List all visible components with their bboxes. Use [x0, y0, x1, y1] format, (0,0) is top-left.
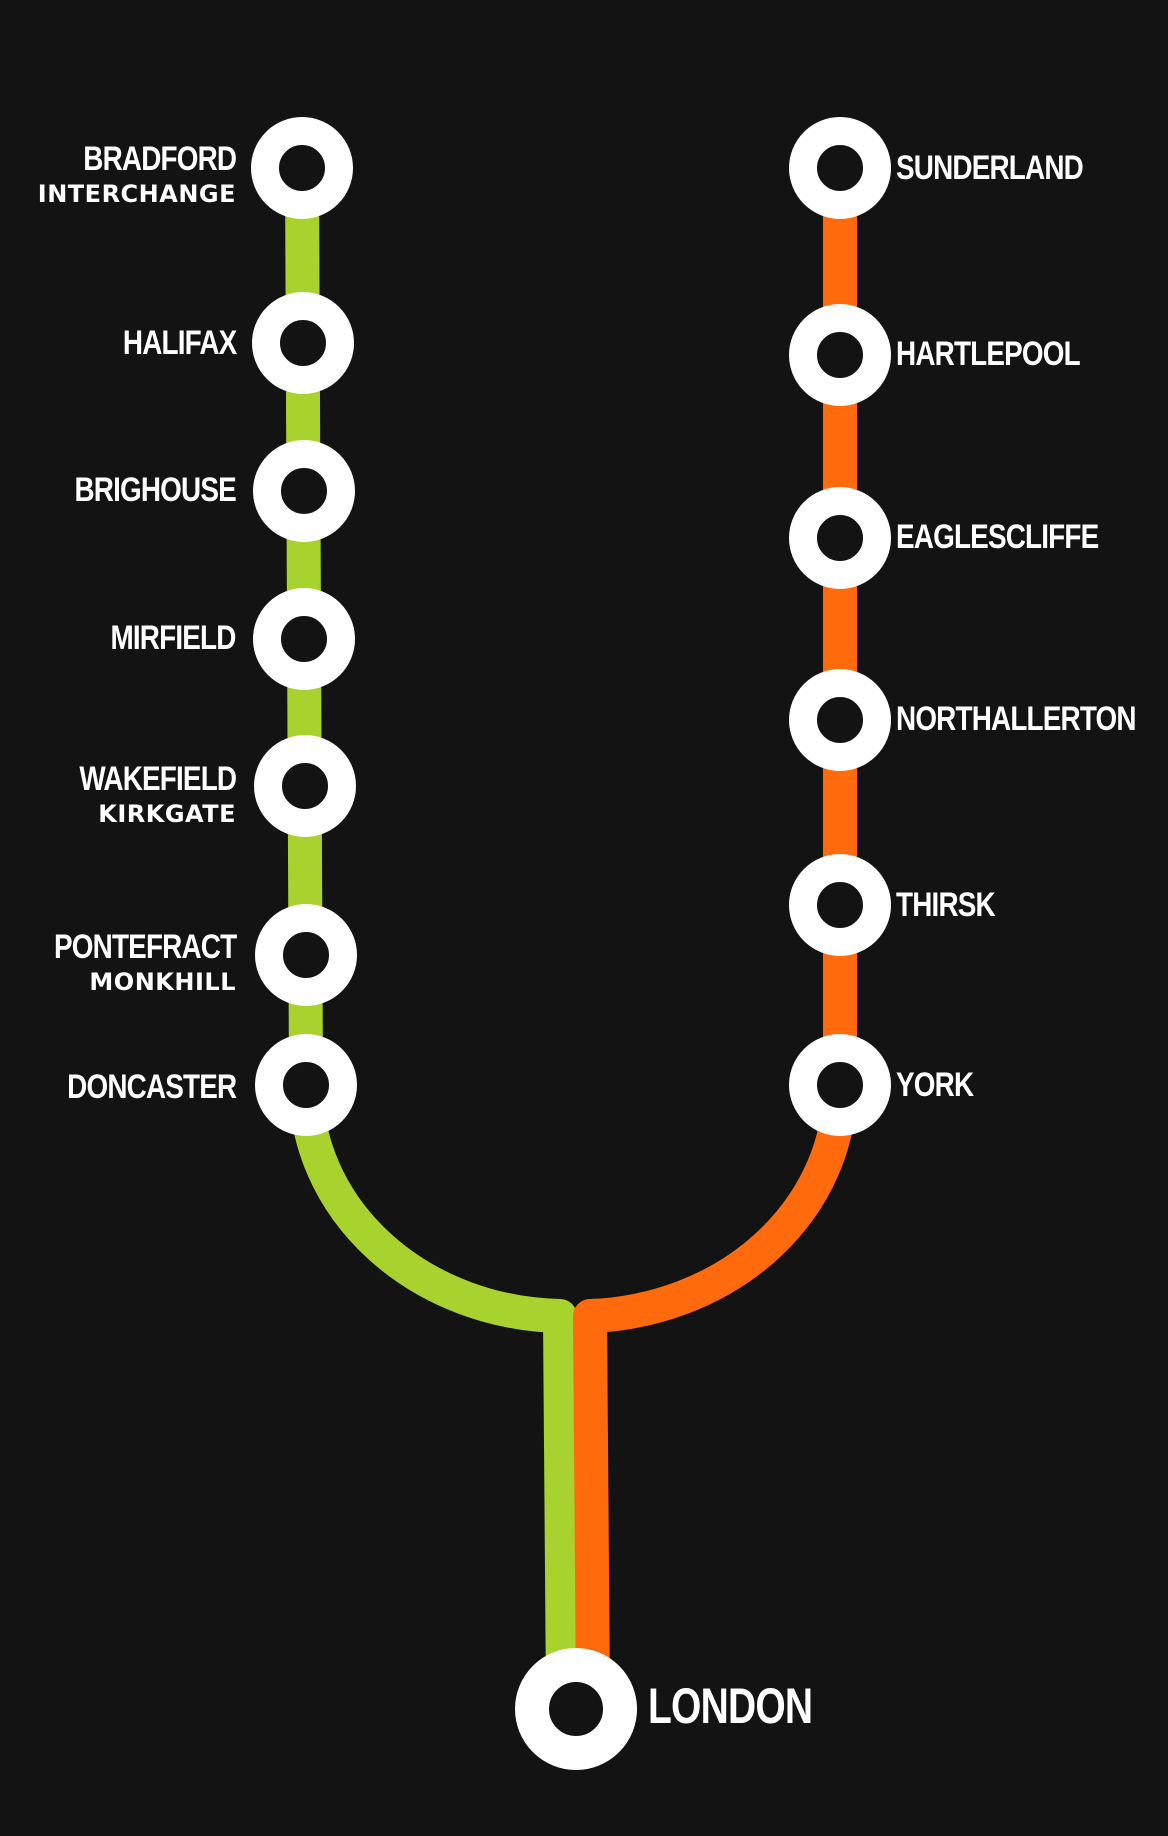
- station-marker-doncaster: [255, 1034, 357, 1136]
- station-name: HALIFAX: [122, 324, 236, 362]
- station-label-doncaster: DONCASTER: [30, 1068, 237, 1106]
- station-label-bradford: BRADFORD INTERCHANGE: [37, 140, 237, 208]
- station-name: DONCASTER: [66, 1068, 237, 1106]
- station-marker-thirsk: [789, 854, 891, 956]
- station-subname: INTERCHANGE: [37, 180, 236, 208]
- station-subname: KIRKGATE: [98, 800, 236, 828]
- station-name: PONTEFRACT: [53, 928, 237, 966]
- station-marker-pontefract: [255, 904, 357, 1006]
- station-marker-eaglescliffe: [789, 487, 891, 589]
- station-label-halifax: HALIFAX: [98, 326, 236, 360]
- station-name: EAGLESCLIFFE: [896, 518, 1099, 556]
- station-name: HARTLEPOOL: [896, 335, 1081, 373]
- station-marker-halifax: [252, 292, 354, 394]
- station-marker-wakefield: [254, 735, 356, 837]
- station-name: LONDON: [648, 1678, 813, 1734]
- station-label-eaglescliffe: EAGLESCLIFFE: [896, 520, 1143, 554]
- station-label-wakefield: WAKEFIELD KIRKGATE: [45, 760, 237, 828]
- station-name: MIRFIELD: [110, 619, 237, 657]
- station-name: BRADFORD: [83, 140, 237, 178]
- station-label-brighouse: BRIGHOUSE: [39, 471, 237, 509]
- station-marker-northallerton: [789, 669, 891, 771]
- station-marker-bradford: [251, 117, 353, 219]
- station-name: SUNDERLAND: [896, 149, 1084, 187]
- station-label-pontefract: PONTEFRACT MONKHILL: [14, 928, 237, 996]
- station-label-northallerton: NORTHALLERTON: [896, 702, 1168, 736]
- station-label-york: YORK: [896, 1068, 990, 1102]
- station-name: NORTHALLERTON: [896, 700, 1137, 738]
- station-name: YORK: [896, 1066, 974, 1104]
- station-label-hartlepool: HARTLEPOOL: [896, 337, 1120, 371]
- station-marker-london: [515, 1648, 637, 1770]
- station-marker-brighouse: [253, 440, 355, 542]
- station-marker-mirfield: [253, 588, 355, 690]
- station-marker-sunderland: [789, 117, 891, 219]
- station-label-thirsk: THIRSK: [896, 888, 1017, 922]
- station-name: BRIGHOUSE: [74, 471, 237, 509]
- station-label-london: LONDON: [648, 1681, 859, 1731]
- station-marker-hartlepool: [789, 304, 891, 406]
- station-label-mirfield: MIRFIELD: [83, 619, 237, 657]
- station-subname: MONKHILL: [89, 968, 236, 996]
- station-label-sunderland: SUNDERLAND: [896, 151, 1124, 185]
- station-marker-york: [789, 1034, 891, 1136]
- station-name: WAKEFIELD: [79, 760, 237, 798]
- station-name: THIRSK: [896, 886, 996, 924]
